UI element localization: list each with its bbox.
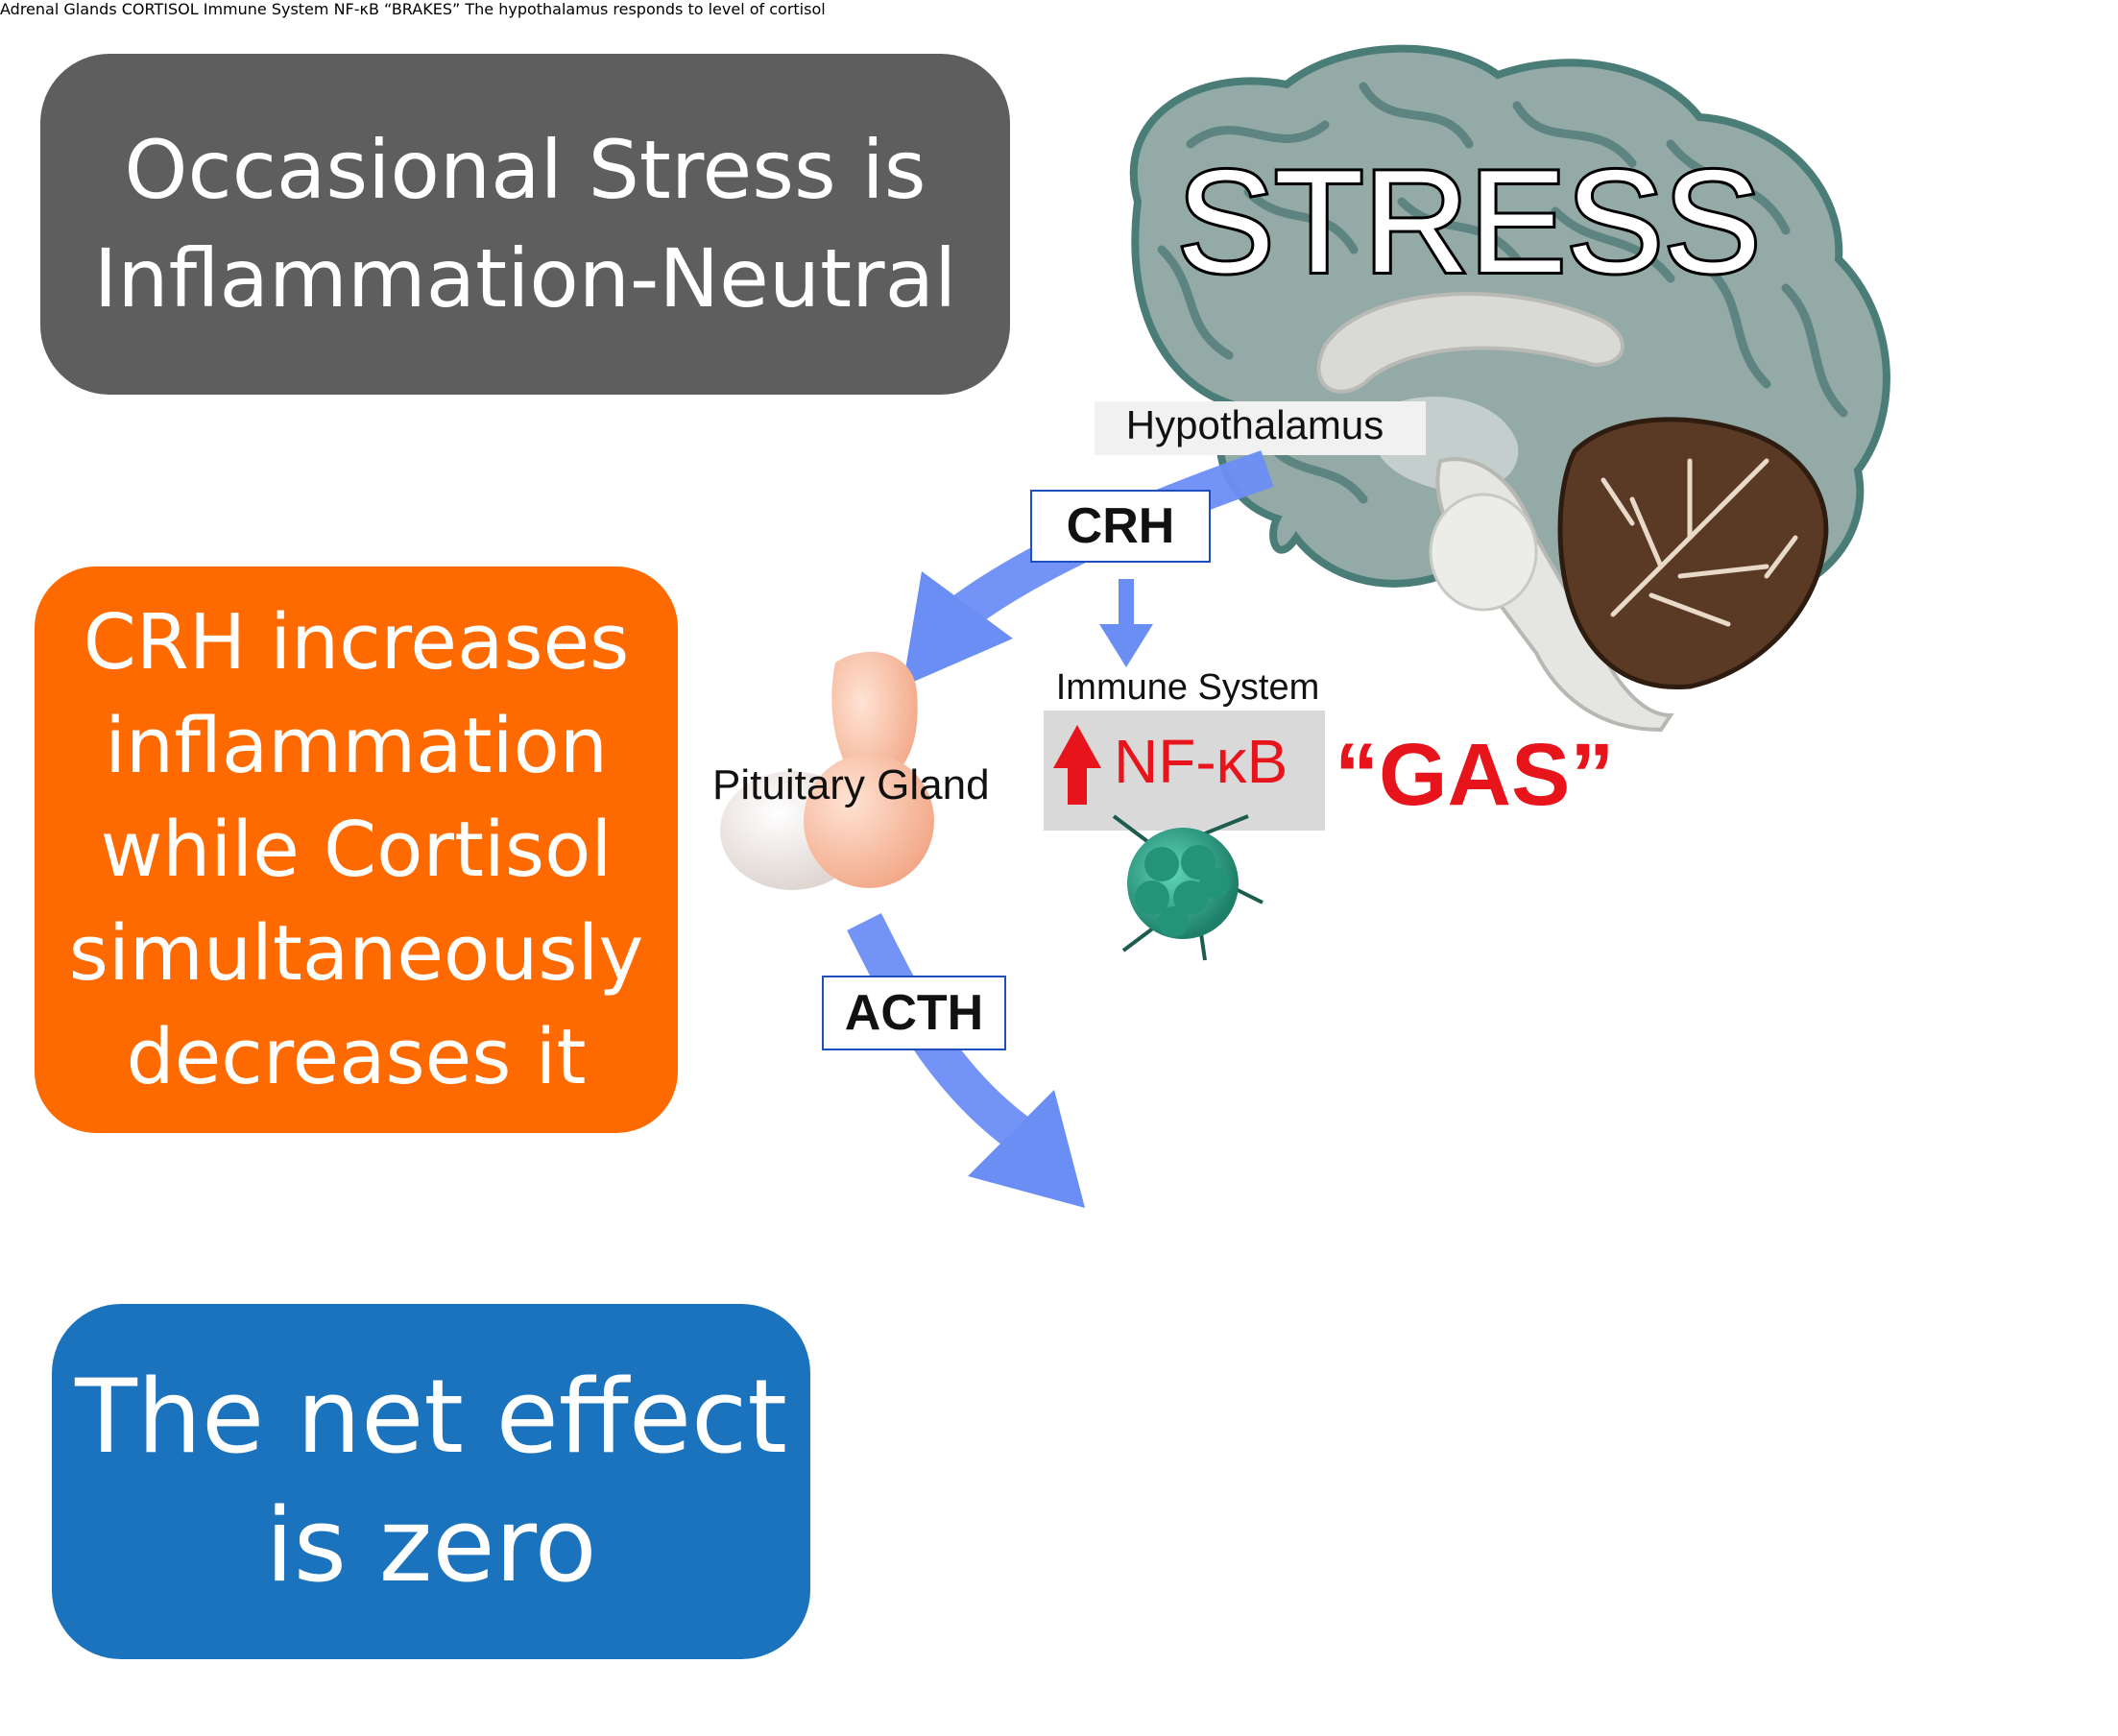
cerebellum (1557, 417, 1829, 690)
nfkb-upper-label: NF-κB (1114, 727, 1288, 796)
pituitary-illustration (720, 651, 934, 890)
nfkb-lower-label: NF-κB (333, 0, 379, 18)
summary-box-net-effect: The net effect is zero (52, 1304, 810, 1659)
brain-pons (1429, 493, 1538, 612)
feedback-label: The hypothalamus responds to level of co… (465, 0, 826, 18)
feedback-arc: The hypothalamus responds to level of co… (465, 0, 825, 18)
summary-box-occasional-stress: Occasional Stress is Inflammation-Neutra… (40, 54, 1010, 395)
summary-box-line: decreases it (126, 1013, 587, 1101)
cortisol-label: CORTISOL (121, 0, 199, 18)
nfkb-upper-box (1044, 711, 1325, 831)
immune-cell-upper-icon (1112, 814, 1264, 961)
crh-tag-label: CRH (1066, 498, 1175, 554)
arrow-up-icon (1053, 725, 1101, 805)
summary-box-line: Inflammation-Neutral (93, 230, 957, 326)
immune-system-upper-label: Immune System (1056, 667, 1320, 708)
crh-tag: CRH (1030, 490, 1211, 563)
summary-box-line: while Cortisol (100, 806, 613, 894)
cerebellum-arbor (1601, 458, 1798, 627)
acth-tag: ACTH (822, 976, 1006, 1050)
brain-corpus-callosum (1316, 292, 1625, 394)
adrenal-label: Adrenal Glands (0, 0, 117, 18)
brain-illustration (1129, 44, 1890, 733)
stress-title: STRESS (1177, 140, 1761, 303)
summary-box-crh-cortisol: CRH increases inflammation while Cortiso… (35, 567, 678, 1133)
summary-box-line: CRH increases (83, 598, 630, 687)
gas-label: “GAS” (1335, 726, 1614, 824)
immune-system-lower-label: Immune System (203, 0, 329, 18)
acth-arrow (847, 913, 1085, 1208)
nfkb-lower-box: Immune System NF-κB “BRAKES” The hypotha… (35, 0, 1211, 1659)
summary-box-line: inflammation (105, 702, 608, 790)
crh-small-arrow (1099, 579, 1153, 667)
summary-box-line: simultaneously (68, 909, 644, 998)
acth-tag-label: ACTH (844, 985, 984, 1041)
hypothalamus-label: Hypothalamus (1126, 402, 1384, 447)
summary-box-line: Occasional Stress is (124, 122, 927, 217)
hypothalamus-plate (1095, 401, 1426, 455)
summary-box-line: is zero (265, 1486, 597, 1604)
pituitary-label: Pituitary Gland (712, 761, 990, 808)
brakes-label: “BRAKES” (384, 0, 461, 18)
summary-box-line: The net effect (75, 1358, 787, 1476)
